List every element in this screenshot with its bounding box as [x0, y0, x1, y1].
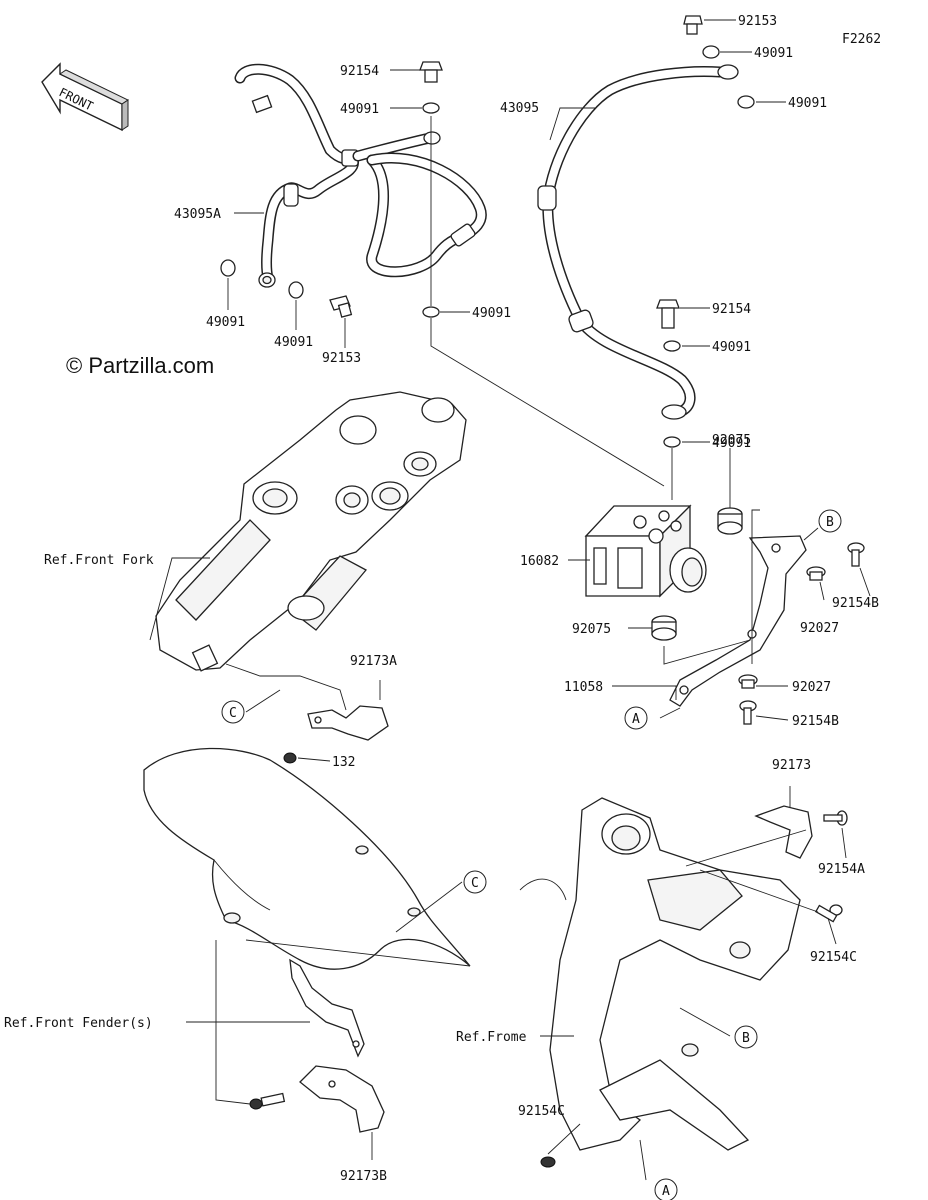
callout-b-frame: B: [734, 1025, 758, 1049]
washer-49091-left-top: [422, 102, 440, 114]
part-label-92154B: 92154B: [792, 714, 839, 729]
bolt-92154B-bottom: [739, 700, 757, 725]
svg-text:C: C: [471, 876, 479, 891]
bolt-92154C-left: [540, 1156, 556, 1168]
collar-92027-top: [806, 566, 826, 581]
part-label-92173A: 92173A: [350, 654, 397, 669]
abs-hydraulic-unit-16082: [584, 504, 707, 598]
part-labels: 92153 49091 49091 43095 92154 49091 4309…: [174, 14, 879, 1184]
part-label-92027: 92027: [800, 621, 839, 636]
part-label-92154C: 92154C: [810, 950, 857, 965]
svg-text:A: A: [632, 712, 640, 727]
washer-49091-left-bottom: [422, 306, 440, 318]
callout-a-frame: A: [654, 1178, 678, 1200]
washer-49091-left-b: [288, 281, 304, 299]
part-label-49091: 49091: [712, 340, 751, 355]
part-label-49091: 49091: [472, 306, 511, 321]
part-label-92154C: 92154C: [518, 1104, 565, 1119]
part-label-92153: 92153: [738, 14, 777, 29]
hose-clamp-92173: [754, 805, 813, 859]
part-label-43095A: 43095A: [174, 207, 221, 222]
front-arrow-icon: FRONT: [41, 62, 130, 132]
part-label-49091: 49091: [340, 102, 379, 117]
part-label-92173: 92173: [772, 758, 811, 773]
part-label-43095: 43095: [500, 101, 539, 116]
svg-text:B: B: [826, 515, 834, 530]
part-label-49091: 49091: [712, 436, 751, 451]
bolt-fender-left: [249, 1092, 286, 1110]
part-label-92027: 92027: [792, 680, 831, 695]
part-label-49091: 49091: [206, 315, 245, 330]
callout-b-top: B: [818, 509, 842, 533]
damper-92075-top: [717, 507, 743, 535]
svg-text:C: C: [229, 706, 237, 721]
ref-frame-label: Ref.Frome: [456, 1030, 527, 1045]
motorcycle-frame: [519, 797, 801, 1151]
part-label-92154: 92154: [712, 302, 751, 317]
part-label-92153: 92153: [322, 351, 361, 366]
part-label-92154A: 92154A: [818, 862, 865, 877]
svg-text:B: B: [742, 1031, 750, 1046]
abs-bracket-11058: [669, 535, 807, 707]
part-label-92075: 92075: [572, 622, 611, 637]
washer-49091-right-mid: [663, 340, 681, 352]
bolt-92154C-right: [814, 904, 843, 923]
front-fender: [143, 747, 471, 970]
bolt-132: [283, 752, 297, 764]
banjo-bolt-92154-left: [419, 61, 443, 83]
ref-front-fork-label: Ref.Front Fork: [44, 553, 154, 568]
collar-92027-bottom: [738, 674, 758, 689]
damper-92075-bottom: [651, 615, 677, 641]
bolt-92154B-top: [847, 542, 865, 567]
washer-49091-right-low: [663, 436, 681, 448]
part-label-92154B: 92154B: [832, 596, 879, 611]
front-fork-assembly: [155, 391, 467, 672]
ref-front-fender-label: Ref.Front Fender(s): [4, 1016, 153, 1031]
leader-lines: [149, 19, 871, 1181]
hose-clamp-92173A: [307, 705, 389, 741]
svg-text:A: A: [662, 1184, 670, 1199]
banjo-bolt-92153-right: [683, 15, 703, 35]
hose-clamp-92173B: [299, 1065, 385, 1133]
watermark: © Partzilla.com: [66, 353, 214, 378]
part-label-92075: 92075: [712, 433, 751, 448]
washer-49091-right-top: [702, 45, 720, 59]
banjo-bolt-92153-left: [329, 295, 353, 318]
part-label-16082: 16082: [520, 554, 559, 569]
callout-c-fork: C: [221, 700, 245, 724]
part-label-49091: 49091: [788, 96, 827, 111]
fender-bracket: [289, 958, 365, 1058]
callout-c-fender: C: [463, 870, 487, 894]
part-label-132: 132: [332, 755, 355, 770]
callout-a-bracket: A: [624, 706, 648, 730]
front-brake-hose-43095: [537, 64, 739, 420]
washer-49091-right-side: [737, 95, 755, 109]
part-label-11058: 11058: [564, 680, 603, 695]
washer-49091-left-a: [220, 259, 236, 277]
part-label-49091: 49091: [274, 335, 313, 350]
part-label-92154: 92154: [340, 64, 379, 79]
part-label-49091: 49091: [754, 46, 793, 61]
front-brake-hose-43095A: [234, 63, 487, 288]
part-label-92173B: 92173B: [340, 1169, 387, 1184]
bolt-92154A: [823, 810, 848, 826]
diagram-code: F2262: [842, 32, 881, 47]
banjo-bolt-92154-right: [656, 299, 680, 329]
